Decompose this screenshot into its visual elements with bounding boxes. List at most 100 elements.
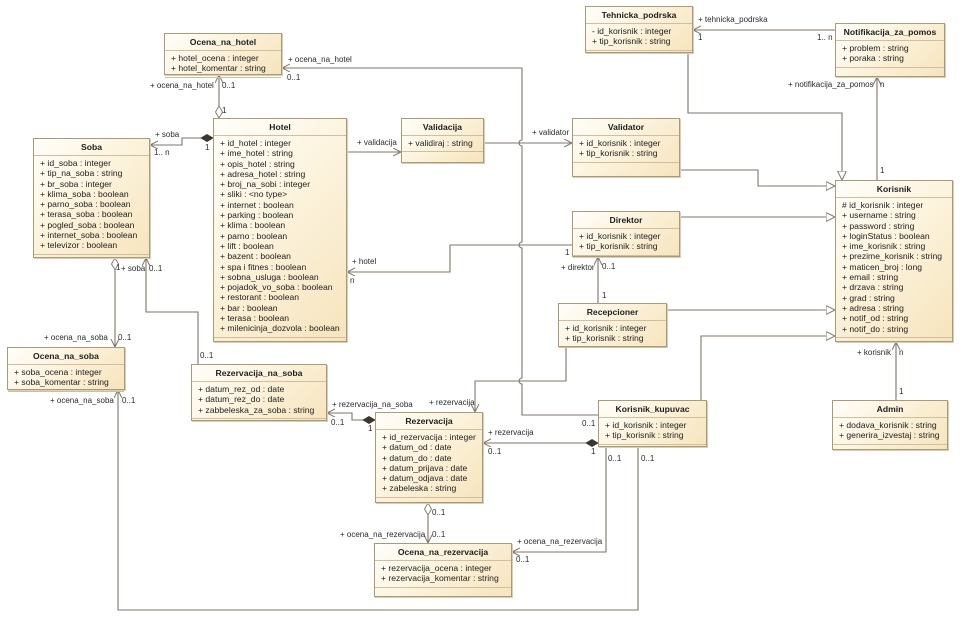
attribute[interactable]: + hotel_ocena : integer bbox=[171, 53, 259, 63]
attribute[interactable]: + soba_ocena : integer bbox=[14, 367, 102, 377]
attribute[interactable]: + datum_odjava : date bbox=[382, 473, 468, 484]
class-korisnik-kupuvac[interactable]: Korisnik_kupuvac + id_korisnik : integer+… bbox=[598, 400, 707, 447]
class-name[interactable]: Notifikacija_za_pomos bbox=[836, 24, 944, 41]
composition-hotel-soba[interactable] bbox=[150, 138, 213, 145]
attribute[interactable]: + adresa_hotel : string bbox=[220, 168, 306, 179]
attribute[interactable]: + id_hotel : integer bbox=[220, 138, 291, 148]
attribute[interactable]: + maticen_broj : long bbox=[842, 261, 923, 272]
attribute[interactable]: + tip_korisnik : string bbox=[579, 148, 658, 159]
association-direktor-hotel[interactable] bbox=[347, 244, 572, 272]
class-name[interactable]: Hotel bbox=[214, 119, 346, 136]
attribute[interactable]: + id_soba : integer bbox=[40, 158, 111, 168]
attribute[interactable]: + id_korisnik : integer bbox=[565, 323, 647, 333]
attribute[interactable]: + bazent : boolean bbox=[220, 251, 291, 262]
attribute[interactable]: + ime_hotel : string bbox=[220, 148, 293, 159]
attribute[interactable]: + spa i fitnes : boolean bbox=[220, 261, 307, 272]
attribute[interactable]: + dodava_korisnik : string bbox=[839, 420, 937, 430]
attribute[interactable]: + tip_na_soba : string bbox=[40, 168, 123, 179]
class-name[interactable]: Rezervacija bbox=[376, 413, 482, 430]
attribute[interactable]: + notif_od : string bbox=[842, 313, 909, 324]
attribute[interactable]: + problem : string bbox=[842, 43, 909, 53]
attribute[interactable]: + bar : boolean bbox=[220, 302, 278, 313]
attribute[interactable]: + parno : boolean bbox=[220, 230, 288, 241]
class-name[interactable]: Korisnik bbox=[836, 181, 952, 198]
attribute[interactable]: + username : string bbox=[842, 210, 916, 221]
association-korisnik-kupuvac-ocena-na-soba[interactable] bbox=[118, 390, 639, 611]
attribute[interactable]: + br_soba : integer bbox=[40, 178, 112, 189]
class-name[interactable]: Tehnicka_podrska bbox=[586, 7, 692, 24]
attribute[interactable]: + password : string bbox=[842, 220, 915, 231]
attribute[interactable]: + email : string bbox=[842, 272, 899, 283]
class-name[interactable]: Korisnik_kupuvac bbox=[599, 401, 706, 418]
attribute[interactable]: + parno_soba : boolean bbox=[40, 199, 131, 210]
attribute[interactable]: + loginStatus : boolean bbox=[842, 230, 930, 241]
generalization-validator-korisnik[interactable] bbox=[680, 169, 835, 186]
attribute[interactable]: + id_korisnik : integer bbox=[579, 231, 661, 241]
attribute[interactable]: + id_rezervacija : integer bbox=[382, 432, 476, 442]
attribute[interactable]: + klima_soba : boolean bbox=[40, 188, 129, 199]
attribute[interactable]: + generira_izvestaj : string bbox=[839, 430, 940, 441]
attribute[interactable]: + soba_komentar : string bbox=[14, 377, 109, 388]
class-name[interactable]: Admin bbox=[833, 401, 947, 418]
class-validator[interactable]: Validator + id_korisnik : integer+ tip_ko… bbox=[572, 118, 680, 177]
attribute[interactable]: + hotel_komentar : string bbox=[171, 63, 266, 74]
association-rezervacija-na-soba-soba[interactable] bbox=[146, 258, 199, 364]
class-name[interactable]: Ocena_na_hotel bbox=[165, 34, 281, 51]
attribute[interactable]: + zabbeleska_za_soba : string bbox=[198, 404, 315, 415]
class-hotel[interactable]: Hotel + id_hotel : integer+ ime_hotel : s… bbox=[213, 118, 347, 342]
attribute[interactable]: + zabeleska : string bbox=[382, 483, 457, 494]
association-korisnik-kupuvac-ocena-na-rezervacija[interactable] bbox=[512, 447, 607, 552]
association-recepcioner-rezervacija[interactable] bbox=[475, 347, 567, 412]
attribute[interactable]: + id_korisnik : integer bbox=[579, 138, 661, 148]
attribute[interactable]: + sliki : <no type> bbox=[220, 189, 288, 200]
attribute[interactable]: + tip_korisnik : string bbox=[605, 430, 684, 441]
attribute[interactable]: + id_korisnik : integer bbox=[605, 420, 687, 430]
attribute[interactable]: + internet_soba : boolean bbox=[40, 230, 138, 241]
attribute[interactable]: + pogled_soba : boolean bbox=[40, 219, 135, 230]
attribute[interactable]: + notif_do : string bbox=[842, 323, 909, 334]
attribute[interactable]: + datum_od : date bbox=[382, 442, 452, 453]
class-tehnicka-podrska[interactable]: Tehnicka_podrska - id_korisnik : integer+… bbox=[585, 6, 693, 53]
class-ocena-na-rezervacija[interactable]: Ocena_na_rezervacija+ rezervacija_ocena … bbox=[374, 543, 512, 597]
attribute[interactable]: + lift : boolean bbox=[220, 240, 274, 251]
attribute[interactable]: + adresa : string bbox=[842, 302, 904, 313]
attribute[interactable]: + televizor : boolean bbox=[40, 240, 118, 251]
class-ocena-na-hotel[interactable]: Ocena_na_hotel + hotel_ocena : integer+ h… bbox=[164, 33, 282, 78]
class-ocena-na-soba[interactable]: Ocena_na_soba+ soba_ocena : integer+ sob… bbox=[7, 347, 125, 392]
class-name[interactable]: Soba bbox=[34, 139, 149, 156]
attribute[interactable]: + tip_korisnik : string bbox=[592, 36, 671, 47]
class-recepcioner[interactable]: Recepcioner+ id_korisnik : integer+ tip_… bbox=[558, 303, 667, 348]
attribute[interactable]: + terasa : boolean bbox=[220, 313, 290, 324]
attribute[interactable]: + ime_korisnik : string bbox=[842, 241, 926, 252]
class-name[interactable]: Validator bbox=[573, 119, 679, 136]
attribute[interactable]: + tip_korisnik : string bbox=[579, 241, 658, 252]
class-name[interactable]: Rezervacija_na_soba bbox=[192, 365, 326, 382]
generalization-tehnicka-podrska-korisnik[interactable] bbox=[687, 53, 842, 180]
class-name[interactable]: Validacija bbox=[402, 119, 483, 136]
attribute[interactable]: + datum_rez_do : date bbox=[198, 394, 285, 405]
attribute[interactable]: + parking : boolean bbox=[220, 210, 294, 221]
class-name[interactable]: Direktor bbox=[573, 212, 679, 229]
class-admin[interactable]: Admin + dodava_korisnik : string+ generir… bbox=[832, 400, 948, 450]
attribute[interactable]: + pojadok_vo_soba : boolean bbox=[220, 282, 333, 293]
class-korisnik[interactable]: Korisnik # id_korisnik : integer+ usernam… bbox=[835, 180, 953, 342]
class-rezervacija[interactable]: Rezervacija+ id_rezervacija : integer+ d… bbox=[375, 412, 483, 503]
attribute[interactable]: + tip_korisnik : string bbox=[565, 333, 644, 344]
composition-rezervacija-rezervacija-na-soba[interactable] bbox=[327, 413, 375, 420]
attribute[interactable]: + klima : boolean bbox=[220, 220, 286, 231]
attribute[interactable]: + terasa_soba : boolean bbox=[40, 209, 133, 220]
class-soba[interactable]: Soba + id_soba : integer+ tip_na_soba : s… bbox=[33, 138, 150, 258]
attribute[interactable]: + grad : string bbox=[842, 292, 895, 303]
attribute[interactable]: + datum_prijava : date bbox=[382, 462, 468, 473]
attribute[interactable]: + poraka : string bbox=[842, 53, 904, 64]
attribute[interactable]: + rezervacija_komentar : string bbox=[381, 573, 499, 584]
attribute[interactable]: + prezime_korisnik : string bbox=[842, 251, 943, 262]
attribute[interactable]: - id_korisnik : integer bbox=[592, 26, 672, 36]
attribute[interactable]: + drzava : string bbox=[842, 282, 904, 293]
attribute[interactable]: + rezervacija_ocena : integer bbox=[381, 563, 492, 573]
attribute[interactable]: + broj_na_sobi : integer bbox=[220, 179, 311, 190]
attribute[interactable]: # id_korisnik : integer bbox=[842, 200, 924, 210]
attribute[interactable]: + validiraj : string bbox=[408, 138, 473, 148]
attribute[interactable]: + internet : boolean bbox=[220, 199, 294, 210]
association-korisnik-kupuvac-ocena-na-hotel[interactable] bbox=[282, 68, 598, 416]
